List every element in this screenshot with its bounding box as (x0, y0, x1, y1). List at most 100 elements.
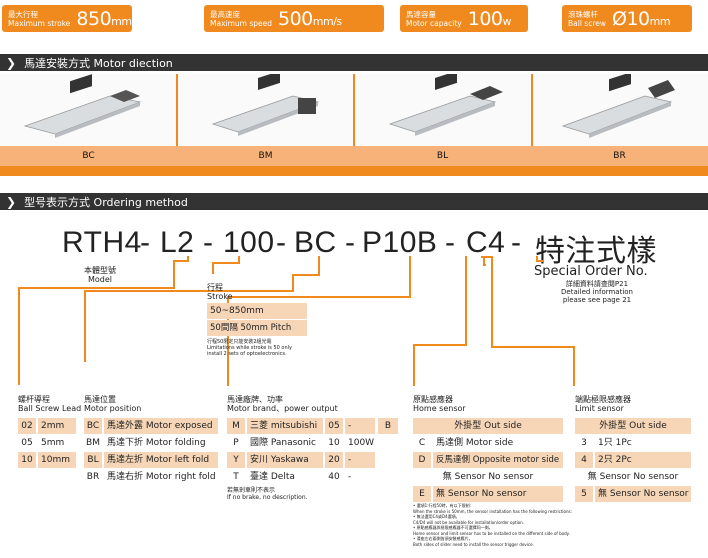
stroke-range: 50~850mm (207, 303, 307, 319)
limit-none: 無 Sensor No sensor (575, 469, 691, 485)
limit-desc: 1只 1Pc (595, 435, 691, 451)
position-desc: 馬達外露 Motor exposed (104, 418, 218, 434)
lead-value: 2mm (38, 418, 76, 434)
connector-line (84, 290, 294, 292)
home-note: • 滑座左右兩側皆須安裝感應片。 (413, 536, 473, 541)
special-note-l2: please see page 21 (562, 296, 632, 304)
direction-label-br: BR (613, 151, 626, 161)
special-note-zh: 詳細資料請查閱P21 (565, 280, 629, 288)
brand-name: 安川 Yaskawa (247, 452, 323, 468)
connector-line (173, 260, 175, 289)
spec-value: Ø10 (612, 7, 650, 30)
power-code: 20 (325, 452, 343, 468)
connector-line (18, 287, 173, 289)
connector-line (227, 296, 229, 386)
brand-name: 臺達 Delta (247, 469, 323, 485)
brake-note-zh: 若無剎車則不表示 (227, 487, 276, 494)
spec-label-zh: 最大行程 (8, 9, 38, 19)
section-header-ordering: ❯ 型号表示方式 Ordering method (0, 193, 708, 210)
limit-sensor-head: 外掛型 Out side (575, 418, 691, 434)
lead-code: 10 (18, 452, 36, 468)
brand-title: 馬達廠牌、功率 Motor brand、power output (227, 395, 338, 413)
direction-labels: BC BM BL BR (0, 146, 708, 166)
home-note: C4/D4 will not be available for installa… (413, 519, 524, 525)
direction-label-bm: BM (258, 151, 273, 161)
connector-line (409, 256, 411, 298)
stroke-note-3: install 2 sets of optoelectronics. (207, 351, 287, 357)
special-note-l1: Detailed information (561, 288, 633, 296)
connector-line (292, 274, 320, 276)
connector-line (491, 256, 493, 348)
home-code: E (413, 486, 431, 502)
section-header-motor-direction: ❯ 馬達安裝方式 Motor diection (0, 54, 708, 71)
stroke-title-en: Stroke (207, 292, 233, 301)
limit-title-zh: 端點極限感應器 (575, 395, 631, 404)
home-code: C (413, 435, 431, 451)
brake-note: 若無剎車則不表示 If no brake, no description. (227, 487, 308, 501)
connector-line (483, 256, 485, 266)
brand-code: M (227, 418, 245, 434)
spec-label-en: Maximum stroke (8, 18, 71, 28)
lead-code: 02 (18, 418, 36, 434)
power-value: - (345, 418, 375, 434)
home-title-en: Home sensor (413, 404, 466, 413)
power-code: 40 (325, 469, 343, 485)
home-sensor-title: 原點感應器 Home sensor (413, 395, 466, 413)
position-code: BC (84, 418, 102, 434)
chevron-right-icon: ❯ (6, 55, 17, 70)
spec-label-zh: 最高速度 (210, 9, 240, 19)
orange-divider (0, 166, 708, 176)
connector-line (187, 256, 189, 262)
spec-unit: mm (649, 14, 671, 28)
limit-code: 5 (575, 486, 593, 502)
power-value: 100W (345, 435, 375, 451)
position-title-zh: 馬達位置 (84, 395, 116, 404)
code-dash: - (203, 226, 214, 259)
connector-line (84, 290, 86, 362)
brake-note-en: If no brake, no description. (227, 494, 308, 501)
stroke-note: 行程50限定只能安裝2組光電 Limitations while stroke … (207, 339, 292, 357)
home-desc: 反馬達側 Opposite motor side (433, 452, 563, 468)
brand-name: 三菱 mitsubishi (247, 418, 323, 434)
connector-line (491, 346, 575, 348)
section-title: 型号表示方式 Ordering method (24, 195, 188, 209)
power-code: 05 (325, 418, 343, 434)
spec-unit: mm/s (312, 14, 342, 28)
home-note: • 選項1:行程50時，有以下限制: (413, 503, 471, 508)
connector-line (536, 256, 538, 262)
home-note: • 無法選用C4或D4選項。 (413, 514, 460, 519)
stroke-pitch: 50間隔 50mm Pitch (207, 320, 307, 336)
spec-label-zh: 滾珠螺杆 (568, 9, 598, 19)
limit-code: 3 (575, 435, 593, 451)
lead-title-zh: 螺杆導程 (18, 395, 50, 404)
model-label-en: Model (87, 275, 113, 284)
connector-line (536, 260, 544, 262)
connector-line (227, 296, 411, 298)
brake-code: B (378, 418, 398, 434)
code-dash: - (276, 226, 287, 259)
position-code: BL (84, 452, 102, 468)
home-note: • 原點感應器與極限感應器不可選擇同一側。 (413, 525, 493, 530)
position-desc: 馬達左折 Motor left fold (104, 452, 218, 468)
spec-unit: w (502, 14, 512, 28)
direction-label-bc: BC (82, 151, 95, 161)
spec-value: 100 (467, 7, 503, 30)
position-title-en: Motor position (84, 404, 142, 413)
connector-line (465, 256, 467, 346)
spec-label-en: Ball screw (568, 18, 606, 28)
brand-code: T (227, 469, 245, 485)
position-title: 馬達位置 Motor position (84, 395, 141, 413)
limit-desc: 無 Sensor No sensor (595, 486, 691, 502)
connector-line (18, 287, 20, 385)
stroke-note-2: Limitations while stroke is 50 only (207, 345, 292, 351)
home-desc: 無 Sensor No sensor (433, 486, 563, 502)
limit-title-en: Limit sensor (575, 404, 624, 413)
connector-line (238, 256, 240, 264)
section-title: 馬達安裝方式 Motor diection (24, 56, 173, 70)
code-part-stroke: 100 (223, 226, 275, 259)
code-dash: - (445, 226, 456, 259)
home-note: When the stroke is 50mm, the sensor inst… (413, 508, 572, 514)
home-sensor-notes: • 選項1:行程50時，有以下限制: When the stroke is 50… (413, 503, 572, 547)
